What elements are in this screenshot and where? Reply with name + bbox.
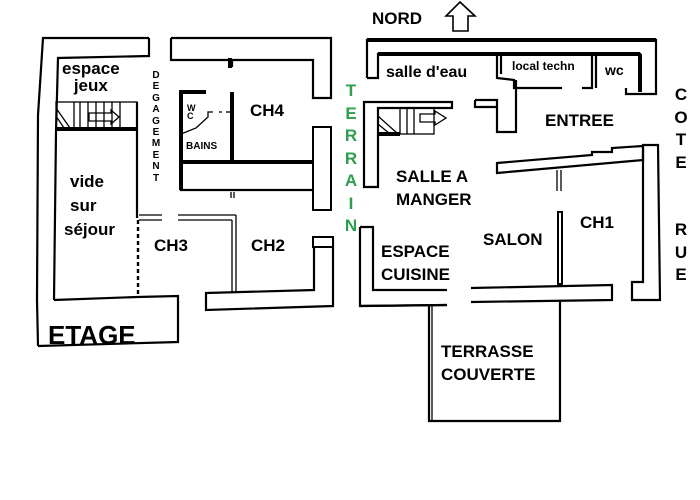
room-label-line: sur — [70, 196, 97, 215]
vertical-letter: T — [675, 130, 687, 149]
upper-floor-walls — [35, 36, 335, 348]
room-label-line: vide — [70, 172, 105, 191]
vertical-letter: C — [674, 85, 688, 104]
room-label-bains: BAINS — [186, 141, 218, 152]
room-label-ch3: CH3 — [154, 236, 189, 255]
room-label-vide-sur-sejour: vide sur séjour — [64, 170, 115, 242]
room-label-line: espace — [62, 59, 120, 78]
room-label-line: SALLE A — [396, 167, 469, 186]
vertical-letter: T — [152, 172, 160, 184]
vertical-letter — [673, 197, 689, 220]
vertical-letter: N — [344, 216, 358, 235]
room-label-line: séjour — [64, 220, 116, 239]
room-label-espace-jeux: espace jeux — [62, 60, 120, 94]
room-label-ch2: CH2 — [251, 236, 286, 255]
vertical-letter: I — [348, 193, 354, 213]
vertical-letter: E — [152, 81, 160, 93]
compass-label: NORD — [372, 9, 423, 28]
vertical-letter: E — [345, 103, 357, 123]
room-label-wc-ground: wc — [605, 62, 624, 78]
vertical-letter — [673, 174, 689, 197]
vertical-letter: A — [344, 171, 358, 190]
room-label-line: CUISINE — [381, 265, 450, 284]
room-label-line: TERRASSE — [441, 342, 534, 361]
room-label-entree: ENTREE — [545, 111, 614, 130]
room-label-line: ESPACE — [381, 242, 450, 261]
vertical-letter: E — [152, 149, 160, 161]
room-label-ch4: CH4 — [250, 101, 285, 120]
vertical-letter: U — [674, 242, 688, 262]
vertical-letter: R — [674, 220, 688, 239]
vertical-letter: R — [344, 126, 358, 145]
room-label-espace-cuisine: ESPACE CUISINE — [381, 240, 450, 286]
vertical-letter: R — [344, 148, 358, 168]
vertical-letter: T — [345, 81, 357, 100]
vertical-letter: E — [675, 265, 687, 284]
room-label-wc-upper: W C — [187, 103, 196, 121]
room-label-line: COUVERTE — [441, 365, 536, 384]
room-label-local-techn: local techn — [512, 59, 575, 73]
room-label-ch1: CH1 — [580, 213, 615, 232]
room-label-line: MANGER — [396, 190, 472, 209]
level-label: ETAGE — [48, 320, 136, 350]
room-label-salon: SALON — [483, 230, 543, 249]
room-label-line: W — [187, 103, 196, 113]
north-arrow-icon — [444, 0, 478, 32]
room-label-line: jeux — [73, 76, 108, 95]
vertical-letter: D — [152, 70, 160, 81]
vertical-letter: G — [152, 115, 160, 127]
vertical-letter: A — [152, 104, 160, 116]
room-label-terrasse-couverte: TERRASSE COUVERTE — [441, 340, 535, 386]
room-label-salle-a-manger: SALLE A MANGER — [396, 165, 472, 211]
ground-floor-walls — [358, 38, 662, 423]
room-label-salle-eau: salle d'eau — [386, 64, 468, 81]
vertical-letter: G — [152, 92, 160, 104]
vertical-letter: N — [152, 161, 160, 173]
vertical-letter: E — [152, 127, 160, 139]
vertical-letter: M — [151, 138, 161, 150]
room-label-line: C — [187, 111, 194, 121]
vertical-letter: O — [674, 107, 688, 127]
vertical-letter: E — [675, 152, 687, 172]
